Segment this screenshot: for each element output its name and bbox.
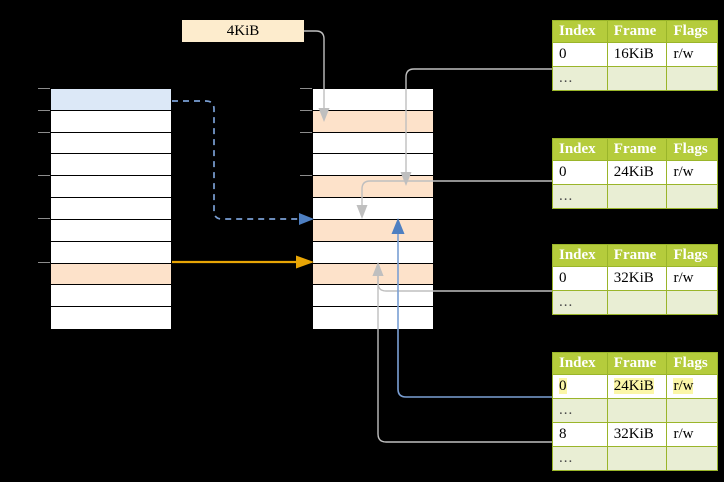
- left-memory-column-cell-2: [51, 132, 171, 155]
- middle-memory-column-cell-7: [313, 241, 433, 264]
- page-table-1-row-0-cell-1: 16KiB: [606, 42, 668, 67]
- left-memory-column-cell-6: [51, 219, 171, 242]
- page-table-3-row-0-cell-2: r/w: [666, 266, 718, 291]
- page-table-4-row-2-cell-1: 32KiB: [606, 422, 668, 447]
- middle-memory-column-cell-6: [313, 219, 433, 242]
- page-table-3-row-0-cell-0: 0: [552, 266, 608, 291]
- page-table-2-header-0: Index: [552, 138, 608, 161]
- page-table-4-header-1: Frame: [606, 352, 668, 375]
- tick-mark-0-5: [38, 262, 50, 263]
- tick-mark-1-0: [300, 88, 312, 89]
- page-table-4-header-2: Flags: [666, 352, 718, 375]
- page-table-3-row-1-cell-0: ...: [552, 290, 608, 315]
- page-table-1-header-1: Frame: [606, 20, 668, 43]
- page-table-4-row-1: ...: [552, 398, 718, 423]
- page-table-4-row-3-cell-2: [666, 446, 718, 471]
- page-table-1-header-0: Index: [552, 20, 608, 43]
- middle-memory-column: [312, 88, 434, 329]
- page-table-4-row-3: ...: [552, 446, 718, 471]
- tick-mark-1-1: [300, 110, 312, 111]
- page-table-4-row-1-cell-2: [666, 398, 718, 423]
- page-table-2-row-0-cell-0: 0: [552, 160, 608, 185]
- middle-memory-column-cell-10: [313, 307, 433, 329]
- middle-memory-column-cell-1: [313, 110, 433, 133]
- page-table-1-row-1: ...: [552, 66, 718, 91]
- wire-left-blue-row-to-middle-row6: [172, 100, 314, 225]
- middle-memory-column-cell-3: [313, 154, 433, 177]
- left-memory-column-cell-5: [51, 198, 171, 220]
- page-table-4-row-0-cell-0: 0: [552, 374, 608, 399]
- middle-memory-column-cell-2: [313, 132, 433, 155]
- middle-memory-column-cell-4: [313, 176, 433, 199]
- tick-mark-1-2: [300, 132, 312, 133]
- page-table-3-header-1: Frame: [606, 244, 668, 267]
- tick-mark-0-0: [38, 88, 50, 89]
- page-table-2-row-1-cell-1: [606, 184, 668, 209]
- middle-memory-column-cell-8: [313, 263, 433, 286]
- page-table-3-header-0: Index: [552, 244, 608, 267]
- wire-left-peach-row-to-middle-row8: [172, 255, 314, 269]
- left-memory-column-cell-4: [51, 176, 171, 199]
- left-memory-column-cell-9: [51, 285, 171, 308]
- page-table-2-header-1: Frame: [606, 138, 668, 161]
- page-table-1-header-2: Flags: [666, 20, 718, 43]
- left-memory-column-cell-7: [51, 241, 171, 264]
- left-memory-column: [50, 88, 172, 329]
- page-table-3-row-0-cell-1: 32KiB: [606, 266, 668, 291]
- left-memory-column-cell-8: [51, 263, 171, 286]
- tick-mark-1-4: [300, 218, 312, 219]
- page-table-4-row-3-cell-0: ...: [552, 446, 608, 471]
- page-table-2-row-0-cell-1: 24KiB: [606, 160, 668, 185]
- page-table-4-row-0-cell-1: 24KiB: [606, 374, 668, 399]
- page-table-3-row-1: ...: [552, 290, 718, 315]
- page-table-4-row-3-cell-1: [606, 446, 668, 471]
- left-memory-column-cell-0: [51, 89, 171, 111]
- middle-memory-column-cell-9: [313, 285, 433, 308]
- page-table-4-row-1-cell-0: ...: [552, 398, 608, 423]
- page-table-1-row-0-cell-2: r/w: [666, 42, 718, 67]
- tick-mark-0-1: [38, 110, 50, 111]
- page-table-2-row-0-cell-2: r/w: [666, 160, 718, 185]
- tick-mark-0-2: [38, 132, 50, 133]
- page-table-1-row-1-cell-0: ...: [552, 66, 608, 91]
- page-table-3-row-1-cell-2: [666, 290, 718, 315]
- middle-memory-column-cell-0: [313, 89, 433, 111]
- left-memory-column-cell-3: [51, 154, 171, 177]
- page-table-4-header-0: Index: [552, 352, 608, 375]
- tick-mark-0-3: [38, 175, 50, 176]
- page-table-1-row-0-cell-0: 0: [552, 42, 608, 67]
- tick-mark-1-5: [300, 262, 312, 263]
- page-table-2-row-1: ...: [552, 184, 718, 209]
- left-memory-column-cell-1: [51, 110, 171, 133]
- page-table-4-row-0-cell-2: r/w: [666, 374, 718, 399]
- middle-memory-column-cell-5: [313, 198, 433, 220]
- page-table-2-header-2: Flags: [666, 138, 718, 161]
- page-table-1-row-1-cell-1: [606, 66, 668, 91]
- left-memory-column-cell-10: [51, 307, 171, 329]
- tick-mark-1-3: [300, 175, 312, 176]
- page-table-4-row-2-cell-2: r/w: [666, 422, 718, 447]
- page-table-1-row-1-cell-2: [666, 66, 718, 91]
- page-table-4-row-1-cell-1: [606, 398, 668, 423]
- page-table-4-row-2-cell-0: 8: [552, 422, 608, 447]
- page-table-2-row-1-cell-2: [666, 184, 718, 209]
- page-table-2-row-1-cell-0: ...: [552, 184, 608, 209]
- page-table-3-header-2: Flags: [666, 244, 718, 267]
- tick-mark-0-4: [38, 218, 50, 219]
- page-table-3-row-1-cell-1: [606, 290, 668, 315]
- size-label-4kib: 4KiB: [182, 20, 304, 42]
